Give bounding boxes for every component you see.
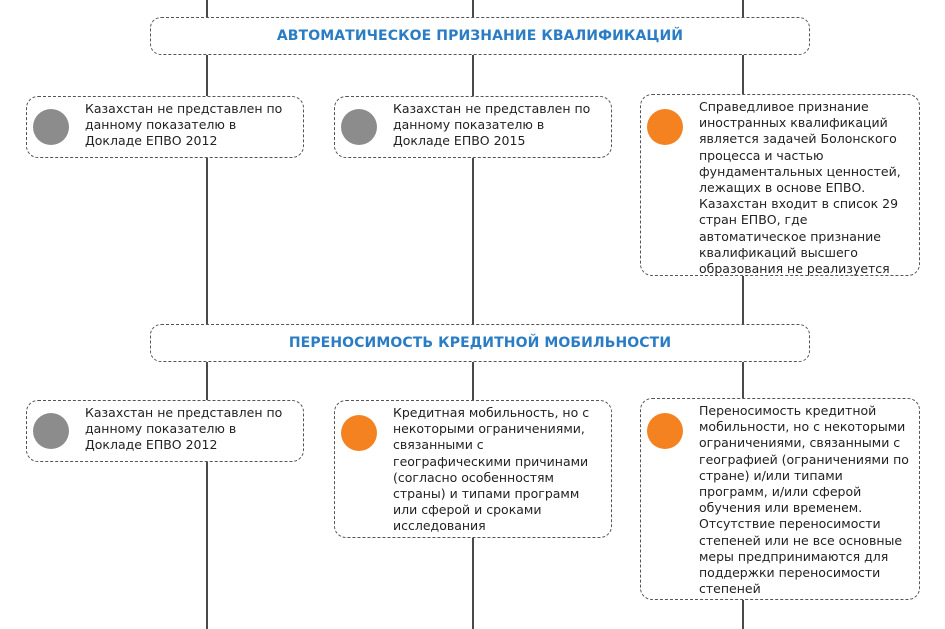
status-dot-icon <box>647 109 683 145</box>
timeline-line-2 <box>472 0 474 629</box>
status-card: Казахстан не представлен по данному пока… <box>26 400 304 462</box>
card-text: Переносимость кредитной мобильности, но … <box>699 403 909 597</box>
status-dot-icon <box>341 415 377 451</box>
status-dot-icon <box>647 413 683 449</box>
card-text: Кредитная мобильность, но с некоторыми о… <box>393 405 590 534</box>
section-title: ПЕРЕНОСИМОСТЬ КРЕДИТНОЙ МОБИЛЬНОСТИ <box>288 335 672 351</box>
section-header-credit-mobility: ПЕРЕНОСИМОСТЬ КРЕДИТНОЙ МОБИЛЬНОСТИ <box>150 324 810 362</box>
card-text: Казахстан не представлен по данному пока… <box>85 101 283 149</box>
card-text: Казахстан не представлен по данному пока… <box>85 405 283 453</box>
status-card: Переносимость кредитной мобильности, но … <box>640 398 920 600</box>
section-title: АВТОМАТИЧЕСКОЕ ПРИЗНАНИЕ КВАЛИФИКАЦИЙ <box>276 28 684 44</box>
timeline-line-3 <box>742 0 744 629</box>
status-dot-icon <box>341 109 377 145</box>
status-card: Справедливое признание иностранных квали… <box>640 94 920 276</box>
status-card: Казахстан не представлен по данному пока… <box>26 96 304 158</box>
card-text: Справедливое признание иностранных квали… <box>699 99 901 277</box>
status-dot-icon <box>33 413 69 449</box>
timeline-line-1 <box>206 0 208 629</box>
card-text: Казахстан не представлен по данному пока… <box>393 101 591 149</box>
status-dot-icon <box>33 109 69 145</box>
status-card: Кредитная мобильность, но с некоторыми о… <box>334 400 612 538</box>
section-header-automatic-recognition: АВТОМАТИЧЕСКОЕ ПРИЗНАНИЕ КВАЛИФИКАЦИЙ <box>150 17 810 55</box>
status-card: Казахстан не представлен по данному пока… <box>334 96 612 158</box>
